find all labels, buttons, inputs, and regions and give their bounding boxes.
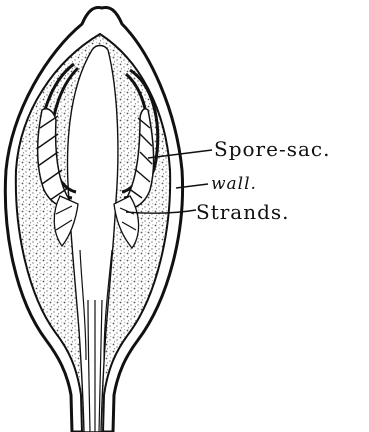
label-strands: Strands. (196, 200, 290, 224)
label-spore-sac: Spore-sac. (214, 137, 330, 161)
label-wall: wall. (211, 174, 257, 194)
